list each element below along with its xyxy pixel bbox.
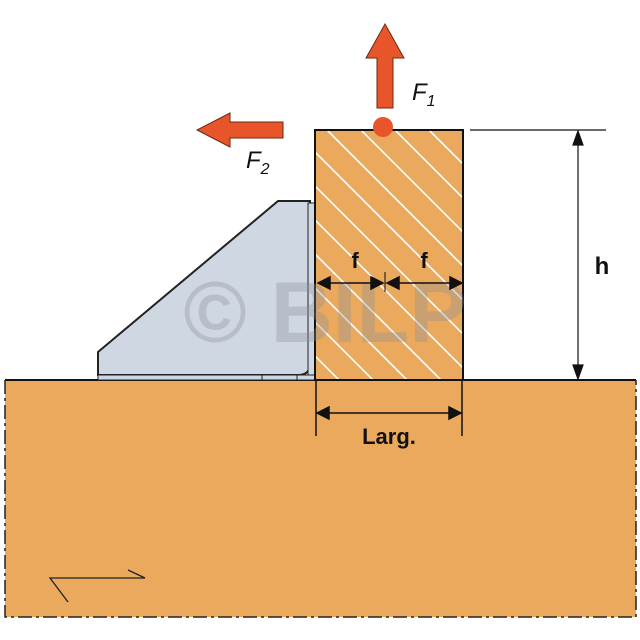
grain-direction-icon xyxy=(48,569,146,603)
hatch-line xyxy=(315,286,409,380)
height-dimension xyxy=(470,129,606,381)
width-dimension xyxy=(315,380,463,436)
hatch-line xyxy=(315,150,463,302)
hatch-line xyxy=(315,184,463,336)
height-label: h xyxy=(595,253,610,280)
hatch-line xyxy=(462,130,463,132)
hatch-line xyxy=(633,130,640,390)
force-f2-label: F2 xyxy=(246,147,270,178)
hatch-line xyxy=(394,130,463,200)
offset-right-label: f xyxy=(420,248,428,273)
hatch-line xyxy=(360,130,463,234)
width-label: Larg. xyxy=(362,424,416,449)
hatch-line xyxy=(315,218,463,370)
load-point xyxy=(373,117,393,137)
force-f2-arrow xyxy=(195,112,284,148)
post-hatching xyxy=(315,130,640,390)
offset-left-label: f xyxy=(351,248,359,273)
hatch-line xyxy=(315,252,443,380)
force-f1-label: F1 xyxy=(412,79,436,110)
force-f1-arrow xyxy=(365,22,405,109)
hatch-line xyxy=(315,320,375,380)
hatch-line xyxy=(326,130,463,268)
offset-dimension xyxy=(316,272,464,292)
hatch-line xyxy=(497,130,640,390)
hatch-line xyxy=(531,130,640,390)
